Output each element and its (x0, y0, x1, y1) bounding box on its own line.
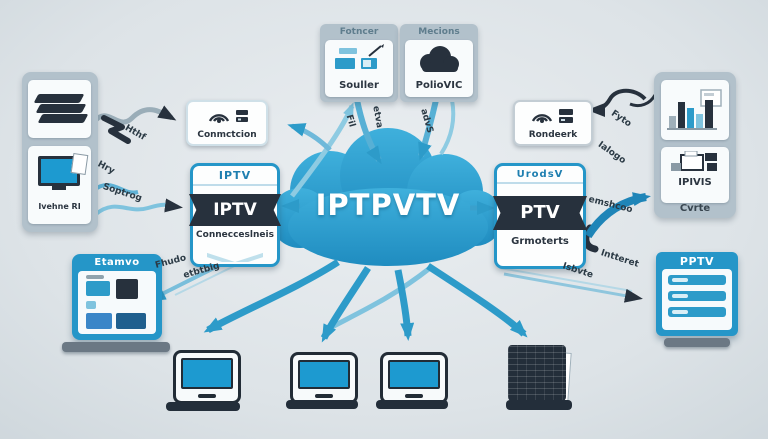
client-tv-1-base (166, 402, 240, 411)
tv-slot (405, 394, 423, 398)
client-tv-2 (290, 352, 358, 404)
screen-left-content (78, 271, 156, 334)
services-card: PolioVIC (405, 40, 473, 97)
server-rack-icon (508, 345, 566, 401)
mock-bar (86, 275, 104, 279)
left-source-panel: Ivehne RI (22, 72, 98, 232)
router-box: Rondeerk (513, 100, 593, 146)
arrow-cloud-to-pptv (503, 272, 643, 303)
list-item (668, 291, 726, 301)
iptv-left-subtitle: Connecceslneis (196, 230, 274, 240)
right-panel-caption: Cvrte (679, 203, 711, 214)
tv-slot (315, 394, 333, 398)
arrow-sources-to-cloud (354, 99, 382, 165)
server-base (506, 400, 572, 410)
arrow-router-curl (587, 88, 647, 117)
devices-label: IPIVIS (678, 177, 712, 188)
mock-card-teal (86, 281, 110, 296)
client-tv-1 (173, 350, 241, 404)
cloud-label: IPTPVTV (315, 188, 461, 222)
mock-chip (86, 301, 96, 309)
sources-label: Souller (339, 80, 379, 91)
screen-left-header: Etamvo (94, 257, 140, 268)
router-icons (515, 107, 591, 129)
screen-box-left: Etamvo (72, 254, 162, 340)
stb-stack-card (28, 80, 91, 138)
internet-device-label: Ivehne RI (38, 202, 81, 211)
iptv-right-header: UrodsV (497, 166, 583, 184)
list-item (668, 307, 726, 317)
iptv-box-right: UrodsV PTV Grmoterts (493, 163, 587, 269)
bar-chart-icon (667, 89, 722, 130)
list-item (668, 275, 726, 285)
wifi-icon (531, 109, 573, 123)
devices-card: IPIVIS (661, 147, 729, 203)
tv-screen (388, 360, 440, 389)
wifi-icon (208, 110, 248, 123)
monitor-stand-icon (52, 186, 66, 190)
tv-screen (181, 358, 233, 389)
arrow-fan-4 (426, 263, 528, 338)
arrow-device-wave-1 (92, 182, 139, 195)
mock-card-dark (116, 279, 138, 299)
services-box: Mecions PolioVIC (400, 24, 478, 102)
router-label: Rondeerk (528, 130, 578, 140)
dark-cloud-icon (420, 46, 459, 72)
pencil-icon (368, 45, 382, 57)
analytics-card (661, 80, 729, 140)
mock-card-navy (116, 313, 146, 329)
arrow-services-to-cloud (418, 99, 439, 161)
iptv-left-header: IPTV (193, 166, 277, 186)
services-header: Mecions (418, 27, 460, 37)
services-label: PolioVIC (415, 80, 463, 91)
arrow-zigzag-dark (101, 115, 131, 144)
mock-card-blue (86, 313, 112, 329)
arrow-router-curl-2 (629, 94, 657, 108)
screen-right-stand (664, 338, 730, 347)
sources-box: Fotncer Souller (320, 24, 398, 102)
iptv-right-subtitle: Grmoterts (511, 236, 569, 247)
client-tv-3-base (376, 400, 448, 409)
iptv-left-banner: IPTV (189, 194, 281, 226)
screen-right-content (662, 269, 732, 330)
screen-left-stand (62, 342, 170, 352)
arrow-fan-1 (203, 259, 340, 334)
client-tv-3 (380, 352, 448, 404)
sources-header: Fotncer (339, 27, 379, 37)
sources-card: Souller (325, 40, 393, 97)
iptv-right-banner: PTV (493, 196, 587, 230)
arrow-cloud-to-pptv-thin (499, 267, 633, 292)
arrow-fan-cross-light (328, 266, 432, 331)
connection-icons (188, 107, 266, 129)
stb-stack-icon (33, 92, 89, 128)
media-cards-icon (335, 44, 384, 69)
chevron-decor (207, 252, 263, 262)
right-output-panel: IPIVIS Cvrte (654, 72, 736, 218)
connection-box: Conmctcion (186, 100, 268, 146)
screen-box-right: PPTV (656, 252, 738, 336)
arrow-fan-3 (394, 269, 415, 341)
screen-right-header: PPTV (679, 255, 715, 268)
client-tv-2-base (286, 400, 358, 409)
document-icon (70, 153, 89, 175)
internet-device-card: Ivehne RI (28, 146, 91, 224)
router-mini-icon (559, 109, 573, 115)
arrow-cloud-upleft (287, 123, 332, 152)
tv-screen (298, 360, 350, 389)
arrow-device-to-iptv (94, 198, 183, 216)
arrow-services-light (439, 99, 456, 156)
connection-label: Conmctcion (197, 130, 257, 140)
router-mini-icon (236, 110, 248, 115)
iptv-box-left: IPTV IPTV Connecceslneis (189, 163, 281, 267)
multi-device-icon (671, 151, 717, 171)
tv-slot (198, 394, 216, 398)
arrow-fan-2 (320, 266, 371, 343)
arrow-iptv-to-panel (584, 192, 651, 239)
